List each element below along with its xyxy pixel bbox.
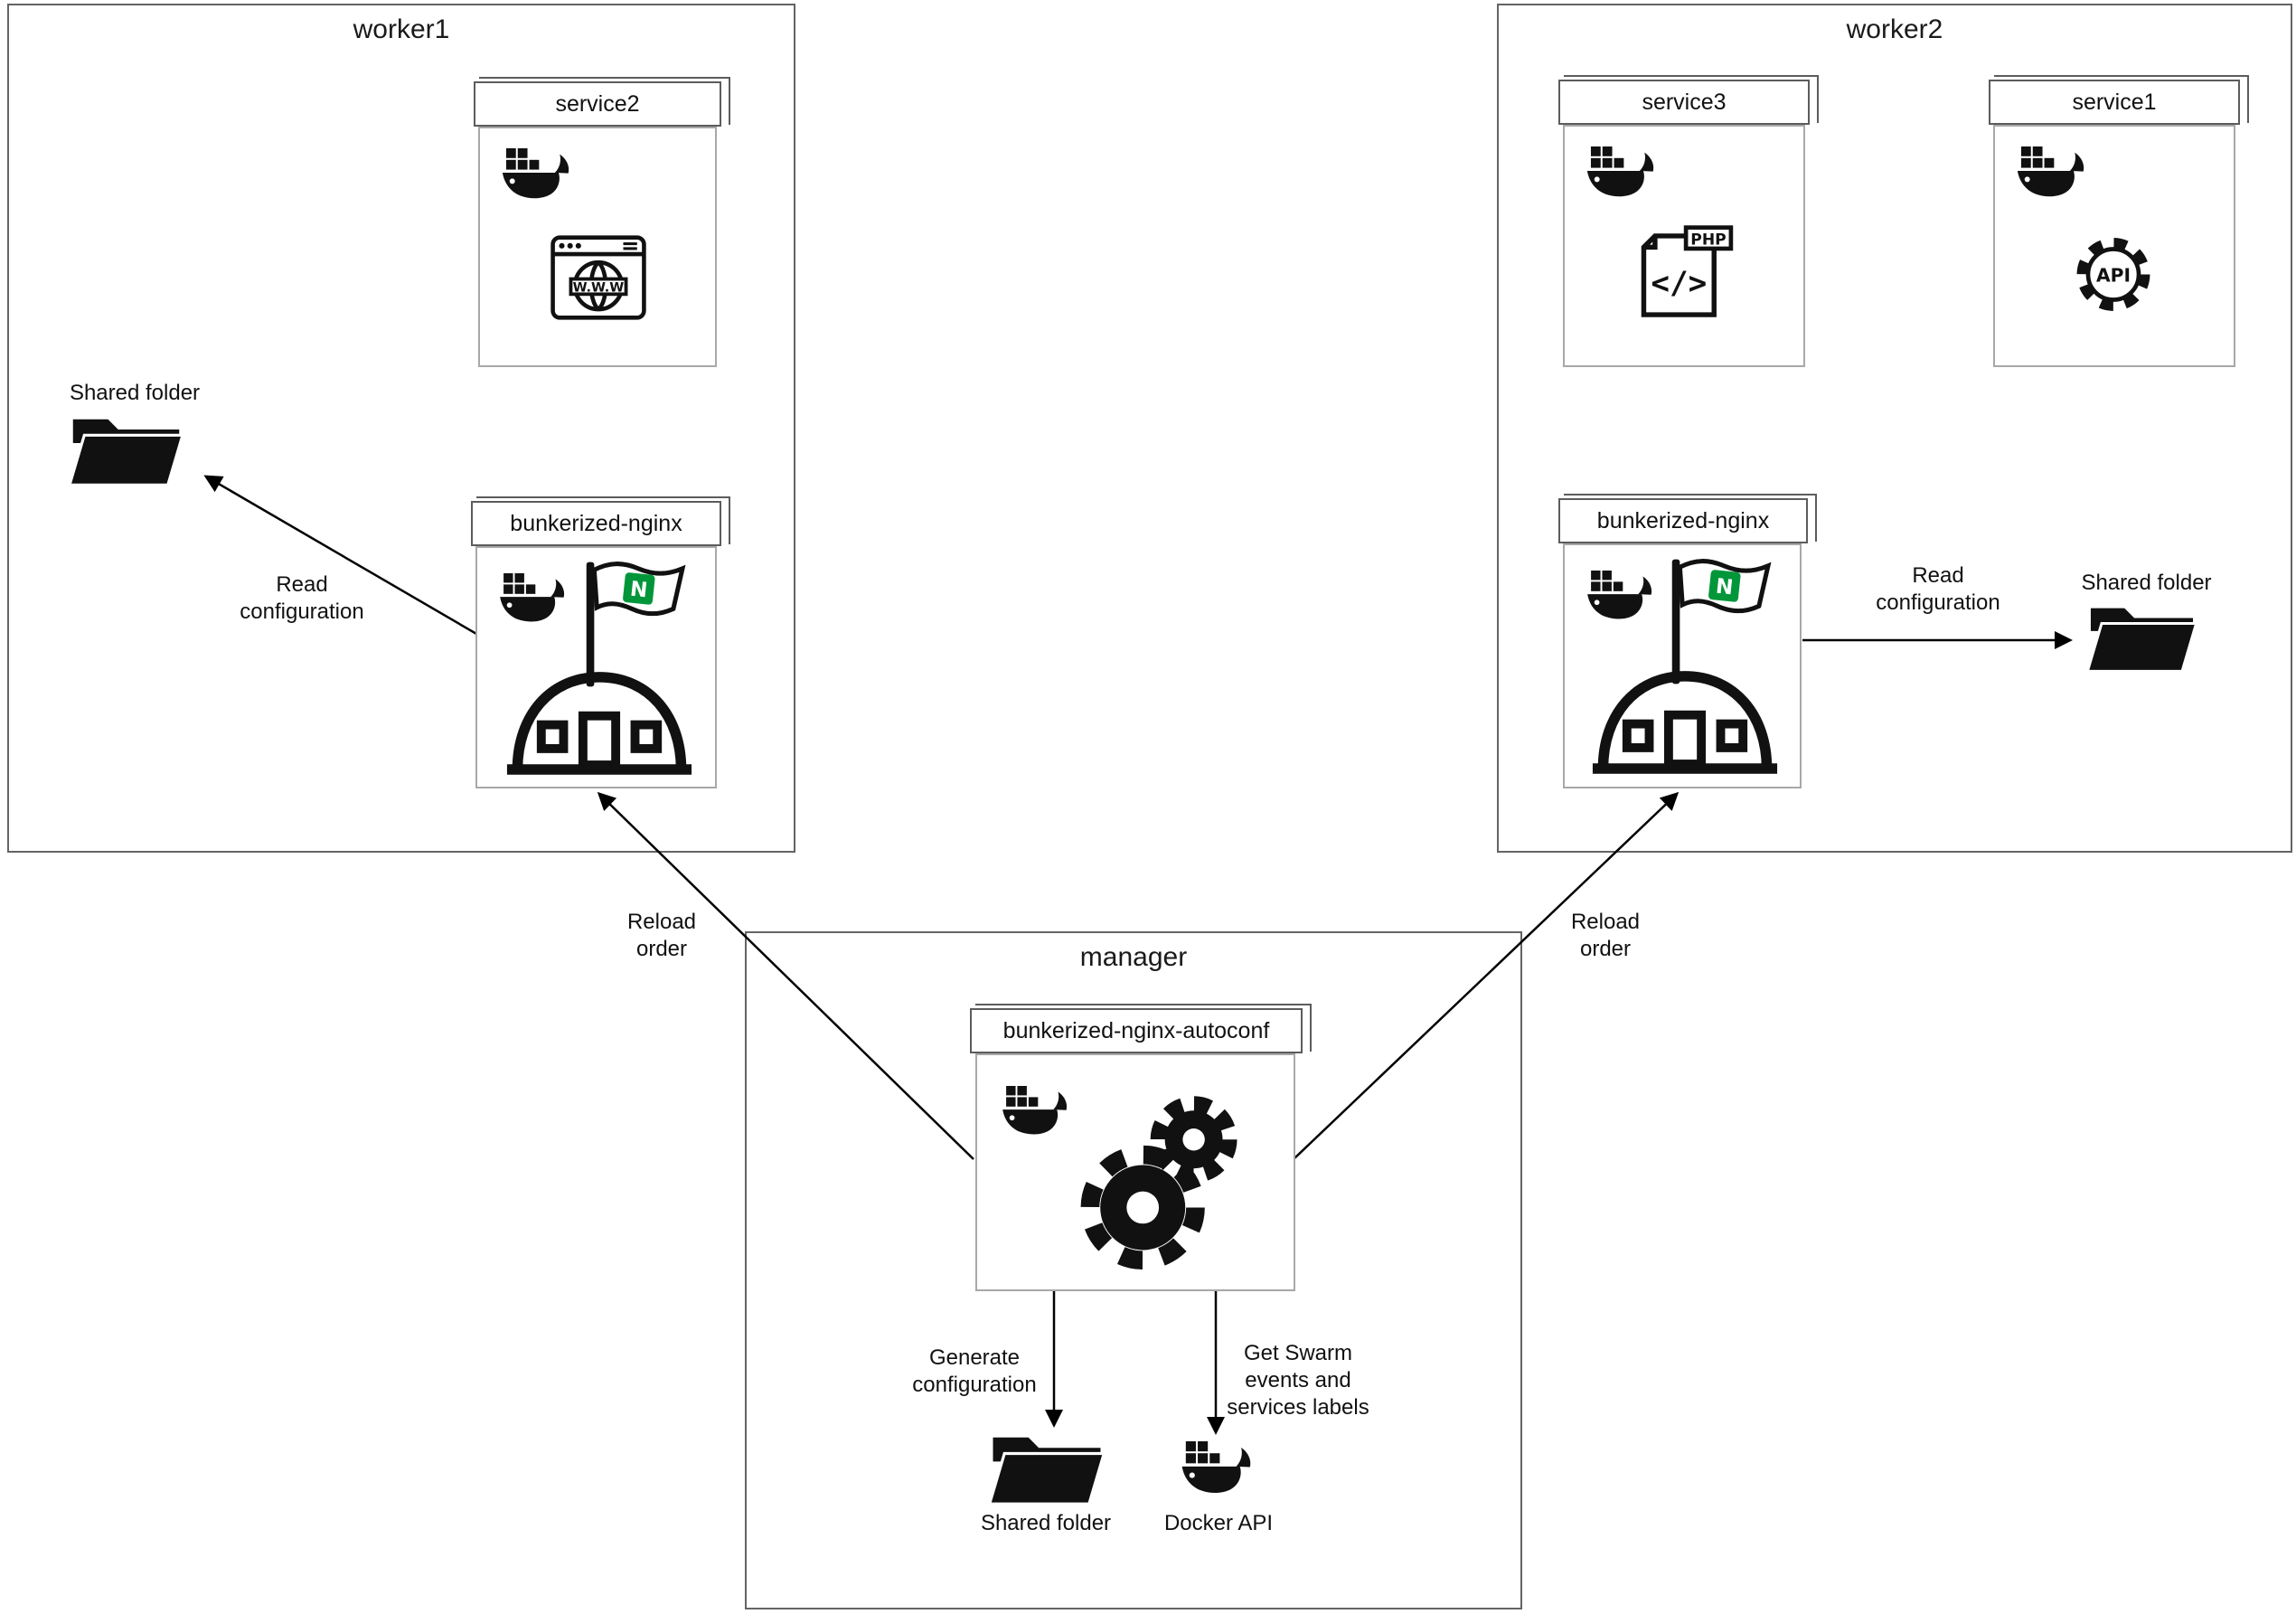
gears-icon (1075, 1090, 1245, 1281)
bunker-icon (1588, 657, 1782, 779)
bunker-icon (503, 658, 696, 779)
autoconf-title-label: bunkerized-nginx-autoconf (1002, 1017, 1270, 1043)
docker-whale-icon (1172, 1441, 1266, 1499)
docker-whale-icon (999, 1086, 1075, 1140)
read-configuration-label: Read configuration (240, 572, 364, 624)
autoconf-title: bunkerized-nginx-autoconf (970, 1004, 1312, 1053)
manager-group: manager bunkerized-nginx-autoconf Genera… (745, 931, 1522, 1609)
folder-icon (2083, 605, 2201, 675)
api-gear-icon (2063, 222, 2164, 326)
bunkerized-nginx-w1-title: bunkerized-nginx (471, 496, 730, 546)
get-swarm-events-label: Get Swarm events and services labels (1227, 1341, 1369, 1420)
bunkerized-nginx-w2-title-label: bunkerized-nginx (1596, 507, 1770, 533)
shared-folder-label: Shared folder (980, 1511, 1112, 1535)
docker-whale-icon (2013, 146, 2093, 203)
service3-title-label: service3 (1642, 89, 1727, 115)
docker-whale-icon (1583, 146, 1662, 203)
bunkerized-nginx-w2-body (1563, 543, 1802, 788)
service1-title-label: service1 (2072, 89, 2157, 115)
docker-whale-icon (498, 148, 578, 204)
worker2-group: worker2 service3 service1 bunkerized-ngi… (1497, 4, 2292, 853)
generate-configuration-label: Generate configuration (912, 1345, 1037, 1397)
service3-title: service3 (1558, 75, 1819, 125)
worker2-title: worker2 (1846, 14, 1943, 44)
folder-icon (984, 1434, 1109, 1507)
worker1-title: worker1 (353, 14, 450, 44)
worker1-group: worker1 service2 Shared folder bunkerize… (7, 4, 795, 853)
folder-icon (68, 416, 184, 488)
docker-whale-icon (495, 573, 573, 628)
service2-title-label: service2 (555, 90, 640, 117)
docker-api-label: Docker API (1163, 1511, 1274, 1535)
autoconf-body (975, 1053, 1295, 1291)
docker-whale-icon (1583, 571, 1661, 625)
service2-title: service2 (474, 77, 730, 127)
service1-title: service1 (1989, 75, 2249, 125)
manager-title: manager (1079, 942, 1188, 972)
service3-body (1563, 125, 1805, 367)
bunkerized-nginx-w1-body (475, 546, 717, 788)
shared-folder-label: Shared folder (69, 381, 201, 405)
bunkerized-nginx-w1-title-label: bunkerized-nginx (510, 510, 682, 536)
read-configuration-label: Read configuration (1876, 563, 2000, 615)
www-browser-icon (549, 228, 648, 327)
shared-folder-label: Shared folder (2081, 571, 2212, 595)
php-file-icon (1633, 224, 1734, 326)
reload-order-label-w2: Reload order (1570, 910, 1641, 961)
bunkerized-nginx-w2-title: bunkerized-nginx (1558, 494, 1817, 543)
reload-order-label-w1: Reload order (626, 910, 697, 961)
service2-body (478, 127, 717, 367)
service1-body (1993, 125, 2235, 367)
